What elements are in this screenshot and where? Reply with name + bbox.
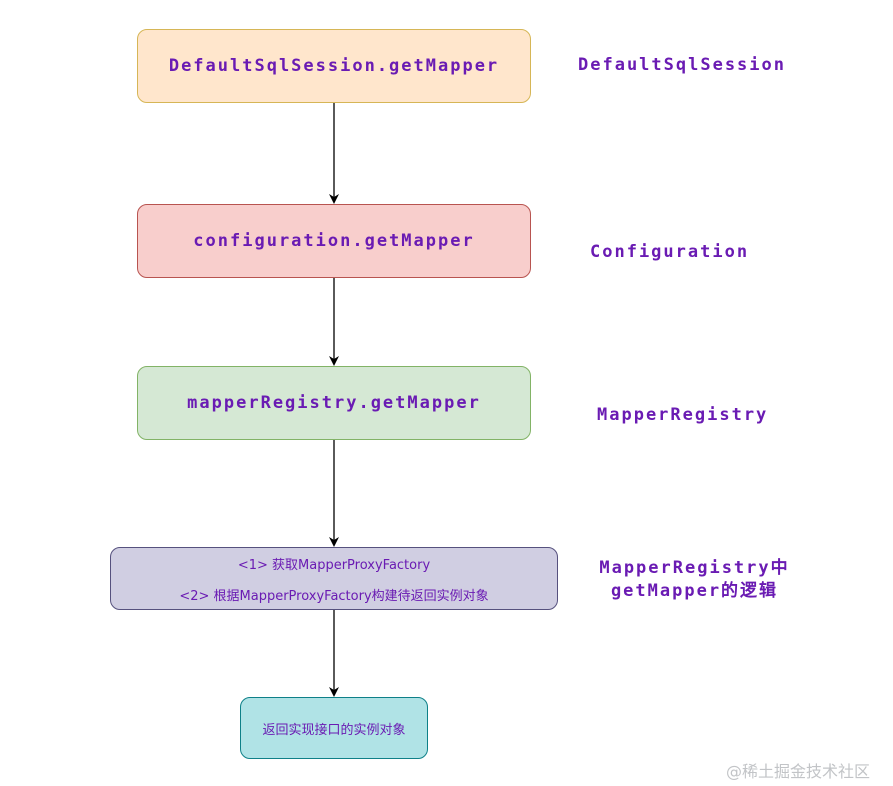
logic-step-2: <2> 根据MapperProxyFactory构建待返回实例对象 — [179, 589, 489, 604]
node-mapper-registry-get-mapper: mapperRegistry.getMapper — [137, 366, 531, 440]
node-mapper-registry-logic: <1> 获取MapperProxyFactory <2> 根据MapperPro… — [110, 547, 558, 610]
node-default-sql-session-get-mapper: DefaultSqlSession.getMapper — [137, 29, 531, 103]
label-logic-line-2: getMapper的逻辑 — [610, 581, 779, 601]
node-mapper-registry-text: mapperRegistry.getMapper — [187, 393, 481, 413]
node-configuration-get-mapper: configuration.getMapper — [137, 204, 531, 278]
watermark: @稀土掘金技术社区 — [726, 762, 871, 781]
node-default-sql-session-text: DefaultSqlSession.getMapper — [168, 56, 500, 76]
node-result-text: 返回实现接口的实例对象 — [262, 722, 406, 738]
label-configuration: Configuration — [590, 242, 750, 262]
logic-step-1: <1> 获取MapperProxyFactory — [237, 558, 431, 573]
label-default-sql-session: DefaultSqlSession — [578, 55, 786, 75]
label-mapper-registry-logic: MapperRegistry中 getMapper的逻辑 — [592, 557, 797, 603]
label-logic-line-1: MapperRegistry中 — [599, 558, 790, 578]
node-result-instance: 返回实现接口的实例对象 — [240, 697, 428, 759]
node-configuration-text: configuration.getMapper — [193, 231, 475, 251]
label-mapper-registry: MapperRegistry — [597, 405, 769, 425]
